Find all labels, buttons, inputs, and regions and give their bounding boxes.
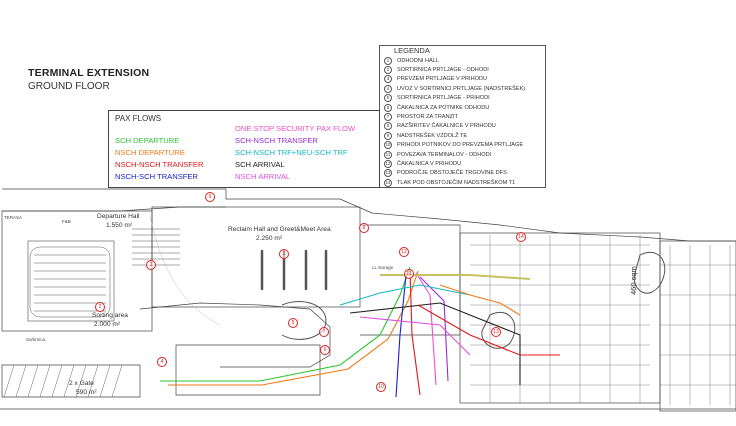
plan-marker-13: 13 [491, 327, 501, 337]
reclaim-hall-area: 2.250 m² [256, 235, 283, 242]
fb-label: F&B [62, 219, 71, 224]
departure-hall-label: Departure Hall [97, 213, 140, 220]
terasa-label: TERASA [4, 215, 23, 220]
page-title: TERMINAL EXTENSION [28, 67, 150, 79]
plan-marker-2: 2 [95, 302, 105, 312]
legend-item-text: PODROČJE OBSTOJEČE TRGOVINE DFS [397, 170, 507, 177]
plan-marker-9: 9 [205, 192, 215, 202]
legend-item: 5 SORTIRNICA PRTLJAGE - PRIHODI [384, 94, 525, 103]
legend-item-text: ČAKALNICA ZA POTNIKE ODHODU [397, 104, 490, 111]
legend-item-text: UVOZ V SORTIRNICI PRTLJAGE (NADSTREŠEK) [397, 85, 526, 92]
legend-item-number: 14 [384, 178, 392, 187]
legend-item: 2 SORTIRNICA PRTLJAGE - ODHODI [384, 65, 525, 75]
reclaim-hall-label: Reclaim Hall and Greet&Meet Area [228, 226, 331, 233]
gate-area: 590 m² [76, 389, 97, 396]
flow-one-stop-security: ONE STOP SECURITY PAX FLOW [235, 124, 356, 133]
departure-hall-area: 1.550 m² [106, 222, 133, 229]
flow-nsch-nsch-transfer: NSCH-NSCH TRANSFER [115, 160, 204, 169]
legend-item-text: SORTIRNICA PRTLJAGE - PRIHODI [397, 95, 490, 102]
flow-nsch-departure: NSCH DEPARTURE [115, 148, 185, 157]
flow-sch-arrival: SCH ARRIVAL [235, 160, 285, 169]
legend-item-text: PROSTOR ZA TRANZIT [397, 114, 459, 121]
legend-item-number: 4 [384, 84, 392, 93]
legend-item: 9 NADSTREŠEK VZDOLŽ TE [384, 131, 525, 140]
plan-marker-3: 3 [279, 249, 289, 259]
ll-storage-label: LL storage [372, 265, 394, 270]
sorting-area-size: 2.000 m² [94, 321, 121, 328]
page-subtitle: GROUND FLOOR [28, 81, 110, 92]
legend-item-number: 10 [384, 141, 392, 150]
legend-title: LEGENDA [394, 46, 430, 55]
legend-item: 12 ČAKALNICA V PRIHODU [384, 159, 525, 168]
legend-item-text: POVEZAVA TERMINALOV - ODHODI [397, 151, 492, 158]
plan-marker-14: 14 [516, 232, 526, 242]
legend-item-text: SORTIRNICA PRTLJAGE - ODHODI [397, 67, 489, 74]
flow-nsch-sch-transfer: NSCH-SCH TRANSFER [115, 172, 198, 181]
legend-item-number: 11 [384, 150, 392, 159]
pax-flows-title: PAX FLOWS [115, 114, 162, 123]
plan-marker-10: 10 [376, 382, 386, 392]
legend-item-text: NADSTREŠEK VZDOLŽ TE [397, 132, 468, 139]
legend-item: 8 RAZŠIRITEV ČAKALNICE V PRIHODU [384, 122, 525, 131]
legend-item-text: TLAK POD OBSTOJEČIM NADSTREŠKOM T1 [397, 179, 516, 186]
legend-item-number: 8 [384, 122, 392, 131]
legend-item: 13 PODROČJE OBSTOJEČE TRGOVINE DFS [384, 169, 525, 178]
flow-sch-departure: SCH DEPARTURE [115, 136, 180, 145]
plan-marker-1: 1 [146, 260, 156, 270]
gate-label: 2 x Gate [69, 380, 94, 387]
legend-list: 1 ODHODNI HALL 2 SORTIRNICA PRTLJAGE - ODHO… [384, 56, 525, 187]
legend-item-text: ODHODNI HALL [397, 57, 439, 64]
flow-sch-nsch-transfer: SCH-NSCH TRANSFER [235, 136, 318, 145]
legend-item: 10 PRIHODI POTNIKOV DO PREVZEMA PRTLJAGE [384, 141, 525, 150]
flow-nsch-arrival: NSCH ARRIVAL [235, 172, 291, 181]
legend-item-number: 6 [384, 103, 392, 112]
legend-item-number: 12 [384, 159, 392, 168]
floor-plan: Departure Hall 1.550 m² Reclaim Hall and… [0, 185, 736, 421]
plan-marker-8: 8 [359, 223, 369, 233]
pax-flows-box: PAX FLOWS SCH DEPARTURE NSCH DEPARTURE N… [108, 110, 380, 188]
sqm-label: 460 sqm [629, 266, 638, 295]
flow-sch-nsch-trf-neu: SCH-NSCH TRF+NEU-SCH TRF [235, 148, 348, 157]
legend-item: 6 ČAKALNICA ZA POTNIKE ODHODU [384, 103, 525, 112]
legend-item: 7 PROSTOR ZA TRANZIT [384, 112, 525, 122]
legend-item-number: 13 [384, 169, 392, 178]
legend-item-text: PRIHODI POTNIKOV DO PREVZEMA PRTLJAGE [397, 142, 524, 149]
legend-item: 11 POVEZAVA TERMINALOV - ODHODI [384, 150, 525, 159]
legend-item-number: 5 [384, 94, 392, 103]
legend-item: 4 UVOZ V SORTIRNICI PRTLJAGE (NADSTREŠEK) [384, 84, 525, 93]
plan-marker-6: 6 [320, 345, 330, 355]
legend-item-text: RAZŠIRITEV ČAKALNICE V PRIHODU [397, 123, 496, 130]
legend-item: 1 ODHODNI HALL [384, 56, 525, 65]
legend-item-number: 9 [384, 131, 392, 140]
plan-marker-5: 5 [288, 318, 298, 328]
plan-marker-7: 7 [319, 327, 329, 337]
legend-item-text: PREVZEM PRTLJAGE V PRIHODU [397, 76, 488, 83]
legend-item-number: 7 [384, 113, 392, 122]
legend-item-number: 1 [384, 56, 392, 65]
legend-item-number: 2 [384, 66, 392, 75]
legend-item: 14 TLAK POD OBSTOJEČIM NADSTREŠKOM T1 [384, 178, 525, 187]
plan-marker-4: 4 [157, 357, 167, 367]
legend-item: 3 PREVZEM PRTLJAGE V PRIHODU [384, 75, 525, 84]
sorting-area-label: Sorting area [92, 312, 128, 319]
plan-marker-12: 12 [399, 247, 409, 257]
legend-item-text: ČAKALNICA V PRIHODU [397, 160, 462, 167]
legend-item-number: 3 [384, 75, 392, 84]
plan-marker-11: 11 [404, 269, 414, 279]
sortirnica-label: Sortirnica [26, 337, 46, 342]
